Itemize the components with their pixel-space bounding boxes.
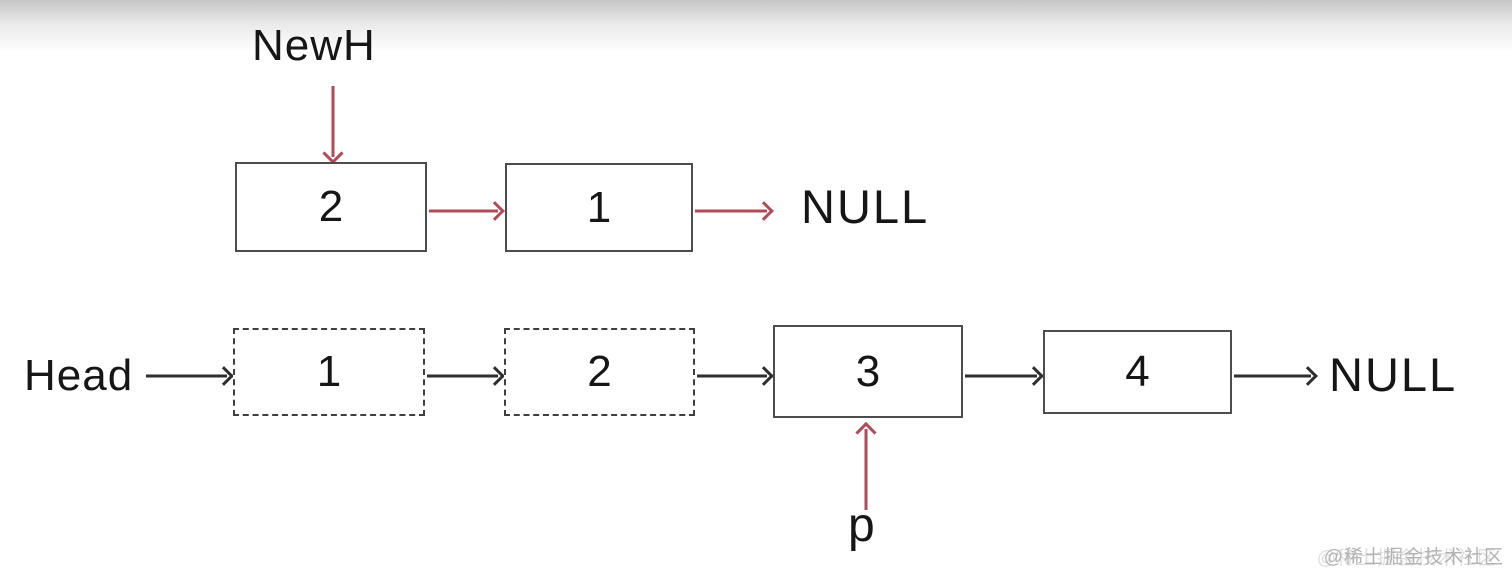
arrow-head-icon xyxy=(855,421,877,444)
arrow-shaft xyxy=(427,374,498,378)
head-arrow xyxy=(146,366,234,386)
arrow-shaft xyxy=(429,209,498,213)
reversed-arrow-2-to-1 xyxy=(429,201,505,221)
original-list-null-terminator: NULL xyxy=(1329,348,1458,401)
arrow-shaft xyxy=(1234,374,1311,378)
original-node-4: 4 xyxy=(1043,330,1232,414)
arrow-head-icon xyxy=(322,142,344,165)
p-pointer-label: p xyxy=(848,499,876,552)
reversed-node-2: 2 xyxy=(235,162,427,252)
top-gradient-shading xyxy=(0,0,1512,52)
node-value: 1 xyxy=(316,347,342,396)
arrow-head-icon xyxy=(754,366,774,386)
original-arrow-1-to-2 xyxy=(427,366,505,386)
arrow-shaft xyxy=(864,429,868,510)
head-pointer-label: Head xyxy=(24,351,134,400)
original-arrow-4-to-null xyxy=(1234,366,1318,386)
newh-down-arrow xyxy=(322,86,344,165)
arrow-head-icon xyxy=(485,201,505,221)
arrow-head-icon xyxy=(754,201,774,221)
reversed-arrow-1-to-null xyxy=(695,201,774,221)
reversed-list-null-terminator: NULL xyxy=(801,180,930,233)
node-value: 1 xyxy=(586,182,612,232)
arrow-head-icon xyxy=(1298,366,1318,386)
node-value: 3 xyxy=(855,346,881,396)
p-pointer-up-arrow xyxy=(855,421,877,510)
arrow-head-icon xyxy=(485,366,505,386)
arrow-head-icon xyxy=(1024,366,1044,386)
arrow-shaft xyxy=(965,374,1037,378)
node-value: 2 xyxy=(318,182,344,231)
arrow-shaft xyxy=(146,374,227,378)
arrow-shaft xyxy=(697,374,767,378)
original-node-3: 3 xyxy=(773,325,963,418)
arrow-shaft xyxy=(331,86,335,157)
original-arrow-2-to-3 xyxy=(697,366,774,386)
node-value: 2 xyxy=(587,347,612,396)
original-node-1-dashed: 1 xyxy=(233,328,425,416)
juejin-watermark: @稀土掘金技术社区 xyxy=(1323,547,1504,568)
arrow-shaft xyxy=(695,209,767,213)
newh-pointer-label: NewH xyxy=(252,21,376,70)
arrow-head-icon xyxy=(214,366,234,386)
original-arrow-3-to-4 xyxy=(965,366,1044,386)
original-node-2-dashed: 2 xyxy=(504,328,695,416)
reversed-node-1: 1 xyxy=(505,163,693,252)
node-value: 4 xyxy=(1125,347,1150,396)
